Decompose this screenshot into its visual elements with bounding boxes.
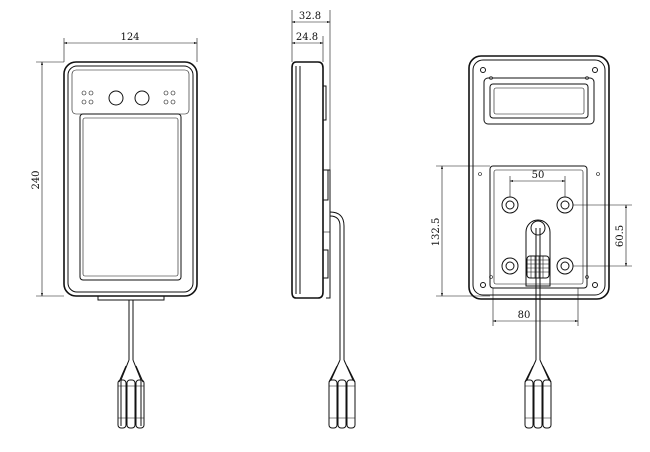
- back-body-outline: [468, 55, 610, 300]
- dim-front-width: 124: [63, 32, 198, 62]
- side-rear-profile: [323, 85, 327, 121]
- dim-label-front-height: 240: [31, 170, 42, 189]
- front-bottom-base: [97, 296, 165, 301]
- dim-label-side-body: 24.8: [296, 32, 318, 43]
- front-bezel: [67, 65, 194, 293]
- back-cable-slot: [525, 219, 551, 287]
- back-vent-outer: [483, 77, 595, 125]
- front-screen-outer: [79, 113, 182, 281]
- side-cable: [328, 211, 356, 429]
- dim-label-plate-width: 80: [518, 310, 531, 321]
- side-view: 32.8 24.8: [291, 10, 356, 429]
- ir-led-dots-left: [81, 90, 94, 105]
- front-body-outline: [63, 61, 198, 297]
- dim-back-hole-vertical: 60.5: [573, 204, 632, 267]
- dim-label-side-total: 32.8: [299, 11, 321, 22]
- back-cable-grommet: [526, 255, 550, 279]
- dim-label-front-width: 124: [120, 32, 139, 43]
- back-mount-holes: [501, 196, 574, 275]
- front-screen: [82, 117, 179, 277]
- back-cable: [524, 228, 552, 429]
- dim-side-body-depth: 24.8: [291, 32, 324, 62]
- front-cable: [117, 300, 145, 429]
- dim-label-hole-vertical: 60.5: [615, 225, 626, 247]
- back-vent-inner: [489, 83, 589, 119]
- camera-lens-left: [108, 90, 124, 106]
- dim-back-hole-horizontal: 50: [509, 170, 566, 197]
- dim-label-plate-height: 132.5: [431, 218, 442, 247]
- dim-label-hole-horizontal: 50: [532, 170, 545, 181]
- camera-lens-right: [134, 90, 150, 106]
- dim-back-plate-width: 80: [492, 288, 579, 326]
- dim-back-plate-height: 132.5: [431, 165, 490, 297]
- ir-led-dots-right: [163, 90, 176, 105]
- back-view: 50 60.5 132.5 80: [431, 55, 632, 429]
- dim-side-total-depth: 32.8: [291, 10, 331, 170]
- front-view: 124 240: [31, 32, 198, 429]
- side-body-outline: [291, 61, 324, 299]
- dim-front-height: 240: [31, 61, 64, 297]
- back-mount-plate: [489, 165, 588, 289]
- side-mount-bracket: [326, 169, 331, 299]
